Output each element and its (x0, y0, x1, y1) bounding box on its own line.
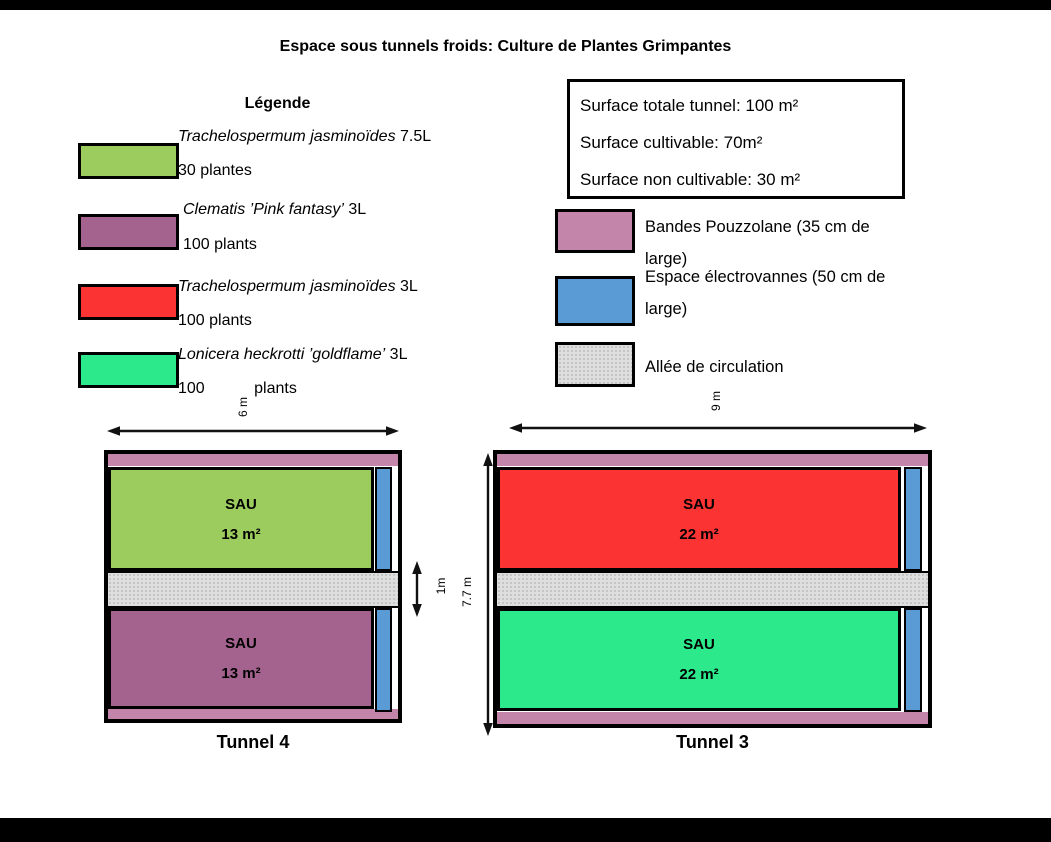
tunnel3-sau-bottom: SAU 22 m² (497, 608, 901, 711)
tunnel4-alley (108, 571, 398, 608)
plant-count-word: plants (254, 380, 297, 397)
tunnel4-electrovanne-top (375, 467, 392, 571)
pot-size: 3L (348, 201, 367, 218)
tunnel4-pouzzolane-strip-bottom (108, 709, 398, 719)
tunnel3-name: Tunnel 3 (676, 732, 749, 752)
surface-cultivable-line: Surface cultivable: 70m² (580, 133, 763, 152)
surface-non-cultivable-line: Surface non cultivable: 30 m² (580, 170, 801, 189)
zone-swatch-electrovannes (555, 276, 635, 326)
zone-label-pouzzolane: Bandes Pouzzolane (35 cm de large) (645, 218, 870, 268)
tunnel4-sau-bottom: SAU 13 m² (108, 608, 374, 709)
legend-swatch-clematis (78, 214, 179, 250)
sau-area-value: 13 m² (221, 665, 261, 682)
tunnel3-width-arrow (509, 423, 927, 433)
zone-label-allee: Allée de circulation (645, 358, 784, 376)
plant-count-number: 100 (178, 380, 205, 397)
tunnel3-electrovanne-top (904, 467, 922, 571)
tunnel3-alley (497, 571, 928, 608)
tunnel4-width-label: 6 m (236, 397, 250, 418)
tunnel4-electrovanne-bottom (375, 608, 392, 712)
species-name: Clematis ’Pink fantasy’ (183, 201, 344, 218)
legend-swatch-lonicera (78, 352, 179, 388)
species-name: Trachelospermum jasminoïdes (178, 128, 396, 145)
surface-total-line: Surface totale tunnel: 100 m² (580, 96, 799, 115)
legend-label: Clematis ’Pink fantasy’ 3L (183, 201, 366, 219)
tunnel4-width-arrow (107, 426, 399, 436)
sau-label: SAU (225, 635, 257, 652)
tunnel3-width-label: 9 m (709, 391, 723, 412)
sau-label: SAU (683, 636, 715, 653)
tunnel3-height-label: 7.7 m (460, 577, 474, 608)
sau-area-value: 22 m² (679, 666, 719, 683)
legend-swatch-trachelospermum-75l (78, 143, 179, 179)
sau-area-value: 13 m² (221, 525, 261, 543)
species-name: Lonicera heckrotti ’goldflame’ (178, 346, 386, 363)
pot-size: 7.5L (400, 128, 432, 145)
surface-info-box: Surface totale tunnel: 100 m² Surface cu… (567, 79, 905, 199)
plant-count: 30 plantes (178, 162, 252, 179)
species-name: Trachelospermum jasminoïdes (178, 278, 396, 295)
legend-swatch-trachelospermum-3l (78, 284, 179, 320)
tunnel3-sau-top: SAU 22 m² (497, 467, 901, 571)
tunnel3-height-arrow (483, 453, 493, 736)
page-title: Espace sous tunnels froids: Culture de P… (279, 38, 732, 55)
tunnel3-outline: SAU 22 m² SAU 22 m² (493, 450, 932, 728)
sau-label: SAU (225, 495, 257, 513)
alley-width-arrow (412, 561, 422, 617)
plant-count: 100 plants (178, 380, 297, 398)
bottom-border-bar (0, 818, 1051, 842)
plant-count: 100 plants (178, 312, 252, 329)
legend-label: Trachelospermum jasminoïdes 7.5L (178, 128, 431, 146)
top-border-bar (0, 0, 1051, 10)
zone-swatch-pouzzolane (555, 209, 635, 253)
pot-size: 3L (400, 278, 418, 295)
plant-count: 100 plants (183, 236, 257, 253)
legend-heading: Légende (244, 95, 311, 112)
zone-label-electrovannes: Espace électrovannes (50 cm de large) (645, 268, 886, 318)
legend-label: Lonicera heckrotti ’goldflame’ 3L (178, 346, 407, 364)
tunnel4-sau-top: SAU 13 m² (108, 467, 374, 571)
legend-label: Trachelospermum jasminoïdes 3L (178, 278, 418, 296)
tunnel3-pouzzolane-strip-bottom (497, 712, 928, 724)
tunnel3-pouzzolane-strip-top (497, 454, 928, 466)
tunnel4-pouzzolane-strip-top (108, 454, 398, 466)
pot-size: 3L (389, 346, 408, 363)
alley-width-label: 1m (434, 577, 448, 595)
sau-area-value: 22 m² (679, 525, 719, 543)
sau-label: SAU (683, 495, 715, 513)
zone-swatch-allee (555, 342, 635, 387)
tunnel4-name: Tunnel 4 (216, 732, 290, 752)
tunnel4-outline: SAU 13 m² SAU 13 m² (104, 450, 402, 723)
tunnel3-electrovanne-bottom (904, 608, 922, 712)
